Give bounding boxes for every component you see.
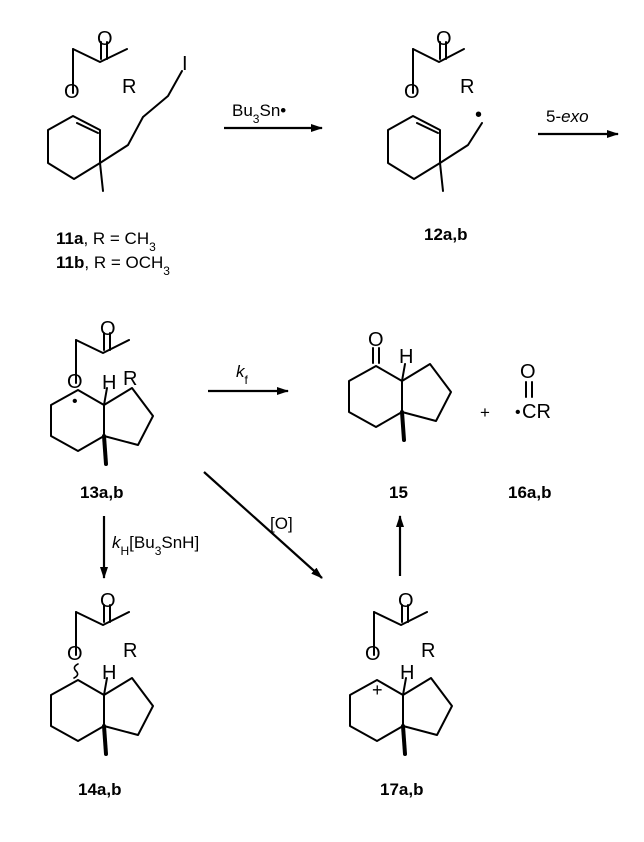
compound-16: O • CR 16a,b — [508, 361, 551, 502]
atom-r: R — [123, 368, 137, 390]
atom-h: H — [400, 662, 414, 684]
arrow-oxidation: [O] — [203, 471, 323, 579]
arrow-kh-bu3snh: kH[Bu3SnH] — [100, 516, 199, 579]
radical-dot: • — [475, 104, 482, 126]
atom-h: H — [399, 346, 413, 368]
compound-17-label: 17a,b — [380, 780, 423, 799]
compound-12-label: 12a,b — [424, 225, 467, 244]
compound-11: O O R I 11a, R = CH3 11b, R = OCH3 — [47, 28, 188, 278]
arrow-5-exo: 5-exo — [538, 107, 619, 138]
compound-11b-label: 11b, R = OCH3 — [56, 253, 170, 278]
atom-o-ester: O — [404, 81, 420, 103]
compound-14-label: 14a,b — [78, 780, 121, 799]
reagent-oxidation-label: [O] — [270, 514, 293, 533]
compound-13: O O R H • 13a,b — [49, 318, 155, 502]
compound-17: O O R H + 17a,b — [348, 590, 454, 799]
reagent-5-exo-label: 5-exo — [546, 107, 589, 126]
atom-r: R — [460, 76, 474, 98]
atom-h: H — [102, 662, 116, 684]
compound-13-label: 13a,b — [80, 483, 123, 502]
atom-o-carbonyl: O — [97, 28, 113, 50]
arrow-bu3sn-radical: Bu3Sn• — [224, 101, 323, 132]
compound-15-label: 15 — [389, 483, 408, 502]
atom-r: R — [122, 76, 136, 98]
rate-constant-kf-label: kf — [236, 362, 249, 387]
compound-11a-label: 11a, R = CH3 — [56, 229, 156, 254]
acyl-cr: CR — [522, 401, 551, 423]
compound-14: O O R H 14a,b — [49, 590, 155, 799]
atom-r: R — [123, 640, 137, 662]
atom-o-carbonyl: O — [436, 28, 452, 50]
atom-o-ester: O — [365, 643, 381, 665]
compound-15: O H 15 — [347, 329, 453, 502]
compound-12: O O R • 12a,b — [387, 28, 483, 244]
atom-o-carbonyl: O — [100, 590, 116, 612]
atom-o-ketone: O — [368, 329, 384, 351]
atom-o-carbonyl: O — [398, 590, 414, 612]
atom-o-carbonyl: O — [520, 361, 536, 383]
reagent-kh-bu3snh-label: kH[Bu3SnH] — [112, 533, 199, 558]
plus-sign: + — [480, 403, 490, 422]
arrow-kf: kf — [208, 362, 289, 395]
atom-o-ester: O — [64, 81, 80, 103]
radical-dot: • — [515, 404, 521, 421]
compound-16-label: 16a,b — [508, 483, 551, 502]
atom-o-ester: O — [67, 371, 83, 393]
carbocation-plus: + — [372, 680, 383, 700]
atom-h: H — [102, 372, 116, 394]
atom-o-ester: O — [67, 643, 83, 665]
atom-o-carbonyl: O — [100, 318, 116, 340]
atom-r: R — [421, 640, 435, 662]
radical-dot: • — [72, 393, 78, 410]
atom-iodine: I — [182, 53, 188, 75]
reagent-bu3sn-label: Bu3Sn• — [232, 101, 286, 126]
